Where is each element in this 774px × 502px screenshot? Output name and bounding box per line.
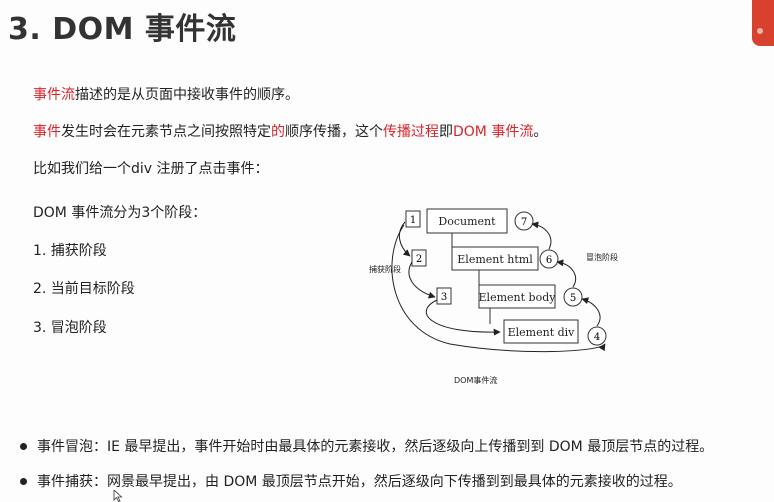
bullet-bubbling: 事件冒泡：IE 最早提出，事件开始时由最具体的元素接收，然后逐级向上传播到到 D… xyxy=(20,436,713,456)
paragraph-example: 比如我们给一个div 注册了点击事件： xyxy=(33,161,269,177)
node-document-label: Document xyxy=(438,215,496,228)
paragraph-text: 。 xyxy=(533,124,548,140)
bubble-arrows xyxy=(531,221,601,327)
node-body-label: Element body xyxy=(479,291,557,304)
paragraph-propagation: 事件发生时会在元素节点之间按照特定的顺序传播，这个传播过程即DOM 事件流。 xyxy=(33,121,547,141)
capture-phase-label: 捕获阶段 xyxy=(369,264,401,274)
bubble-step-5-circle xyxy=(563,287,583,307)
paragraph-text: 顺序传播，这个 xyxy=(285,124,383,140)
highlight-propagation-process: 传播过程 xyxy=(383,124,439,140)
phase-capture: 1. 捕获阶段 xyxy=(33,243,107,259)
bullet-icon xyxy=(20,477,27,485)
bubble-step-6-label: 6 xyxy=(546,255,552,266)
paragraph-text: 描述的是从页面中接收事件的顺序。 xyxy=(75,87,299,103)
highlight-de: 的 xyxy=(271,124,285,140)
diagram-caption: DOM事件流 xyxy=(454,375,497,385)
node-body-box xyxy=(478,284,556,309)
phase-bubble: 3. 冒泡阶段 xyxy=(33,320,107,336)
capture-step-2-box xyxy=(411,249,427,267)
bubble-step-4-circle xyxy=(587,326,607,346)
bullet-capturing: 事件捕获：网景最早提出，由 DOM 最顶层节点开始，然后逐级向下传播到到最具体的… xyxy=(20,471,682,491)
bullet-text: 事件冒泡：IE 最早提出，事件开始时由最具体的元素接收，然后逐级向上传播到到 D… xyxy=(37,439,714,455)
paragraph-text: 发生时会在元素节点之间按照特定 xyxy=(61,124,271,140)
paragraph-text: 即 xyxy=(439,124,453,140)
page-title: 3. DOM 事件流 xyxy=(8,12,237,47)
highlight-dom-event-flow: DOM 事件流 xyxy=(453,124,534,140)
bubble-step-6-circle xyxy=(539,249,559,269)
badge-dot-icon xyxy=(757,28,763,34)
bullet-icon xyxy=(20,442,27,450)
node-document-box xyxy=(426,208,508,234)
node-div-label: Element div xyxy=(508,326,576,339)
bubble-step-7-label: 7 xyxy=(521,217,527,228)
bullet-text: 事件捕获：网景最早提出，由 DOM 最顶层节点开始，然后逐级向下传播到到最具体的… xyxy=(37,474,682,490)
bubble-step-4-label: 4 xyxy=(594,332,600,343)
capture-step-1-box xyxy=(405,210,421,228)
mouse-cursor-icon xyxy=(113,490,123,502)
node-div-box xyxy=(503,319,579,344)
capture-step-3-label: 3 xyxy=(441,292,447,303)
capture-arrows xyxy=(391,221,606,353)
highlight-event: 事件 xyxy=(33,124,61,140)
phase-target: 2. 当前目标阶段 xyxy=(33,281,135,297)
bubble-step-7-circle xyxy=(514,211,534,231)
capture-step-2-label: 2 xyxy=(416,254,422,265)
node-html-label: Element html xyxy=(457,253,533,266)
highlight-event-flow: 事件流 xyxy=(33,87,75,103)
bubble-phase-label: 冒泡阶段 xyxy=(586,252,618,262)
corner-badge xyxy=(752,0,774,46)
node-html-box xyxy=(451,246,539,271)
capture-step-1-label: 1 xyxy=(410,215,416,226)
paragraph-phases-intro: DOM 事件流分为3个阶段： xyxy=(33,205,207,221)
bubble-step-5-label: 5 xyxy=(570,293,576,304)
paragraph-event-flow: 事件流描述的是从页面中接收事件的顺序。 xyxy=(33,84,299,104)
capture-step-3-box xyxy=(436,287,452,305)
